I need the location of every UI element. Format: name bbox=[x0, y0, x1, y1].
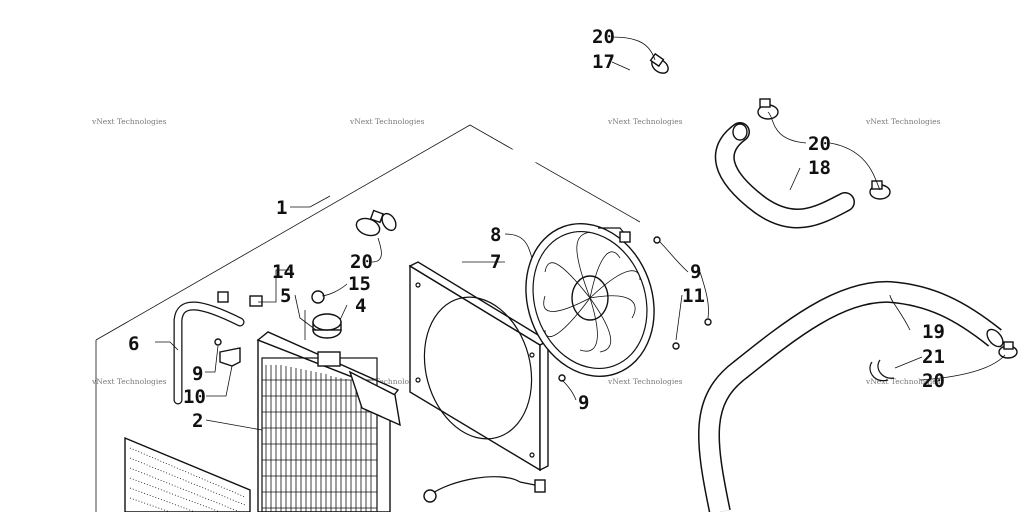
bolts-9 bbox=[214, 236, 712, 382]
fan-wiring-harness bbox=[423, 476, 546, 503]
watermark: vNext Technologies bbox=[349, 117, 425, 126]
callout-10: 10 bbox=[183, 386, 206, 408]
callout-1: 1 bbox=[276, 197, 287, 219]
cooling-fan-8 bbox=[525, 222, 655, 378]
callout-7: 7 bbox=[490, 251, 501, 273]
callout-20: 20 bbox=[592, 26, 615, 48]
assembly-outline bbox=[95, 124, 641, 512]
nut-15 bbox=[311, 290, 325, 304]
watermark: vNext Technologies bbox=[607, 117, 683, 126]
callout-4: 4 bbox=[355, 295, 366, 317]
hose-clamp-20 bbox=[869, 180, 891, 200]
watermark: vNext Technologies bbox=[91, 377, 167, 386]
hose-clamp-20 bbox=[649, 52, 669, 74]
callout-20: 20 bbox=[808, 133, 831, 155]
callout-2: 2 bbox=[192, 410, 203, 432]
callout-20: 20 bbox=[350, 251, 373, 273]
callout-17: 17 bbox=[592, 51, 615, 73]
bracket-10 bbox=[219, 347, 241, 367]
grommet-14 bbox=[217, 291, 229, 303]
callout-9: 9 bbox=[690, 261, 701, 283]
callout-5: 5 bbox=[280, 285, 291, 307]
hose-clamp-20 bbox=[757, 98, 779, 120]
lower-hose-19 bbox=[698, 280, 1004, 515]
callout-19: 19 bbox=[922, 321, 945, 343]
hose-clamp-20 bbox=[998, 341, 1018, 359]
elbow-hose-18 bbox=[714, 122, 855, 229]
callout-14: 14 bbox=[272, 261, 295, 283]
callout-9: 9 bbox=[192, 363, 203, 385]
leader-lines bbox=[155, 36, 1006, 431]
spring-clamp-21 bbox=[869, 359, 895, 382]
radiator-cap-4 bbox=[312, 313, 342, 339]
bushing-5 bbox=[249, 295, 263, 307]
callout-21: 21 bbox=[922, 346, 945, 368]
watermark: vNext Technologies bbox=[865, 117, 941, 126]
watermark: vNext Technologies bbox=[349, 377, 425, 386]
callout-9: 9 bbox=[578, 392, 589, 414]
hose-clamp-20 bbox=[355, 209, 384, 237]
callout-20: 20 bbox=[922, 370, 945, 392]
callout-11: 11 bbox=[682, 285, 705, 307]
watermark: vNext Technologies bbox=[607, 377, 683, 386]
watermark: vNext Technologies bbox=[91, 117, 167, 126]
overflow-hose-6 bbox=[173, 301, 245, 405]
callout-18: 18 bbox=[808, 157, 831, 179]
radiator-core-fins bbox=[262, 365, 377, 512]
callout-8: 8 bbox=[490, 224, 501, 246]
watermarks: vNext Technologies vNext Technologies vN… bbox=[91, 117, 941, 386]
watermark: vNext Technologies bbox=[865, 377, 941, 386]
radiator-2 bbox=[256, 331, 401, 513]
radiator-screen bbox=[124, 436, 251, 513]
upper-hose-17 bbox=[381, 77, 648, 232]
callout-15: 15 bbox=[348, 273, 371, 295]
callouts: 1 20 17 20 20 18 8 7 9 11 9 14 5 15 4 6 … bbox=[128, 26, 945, 432]
callout-6: 6 bbox=[128, 333, 139, 355]
